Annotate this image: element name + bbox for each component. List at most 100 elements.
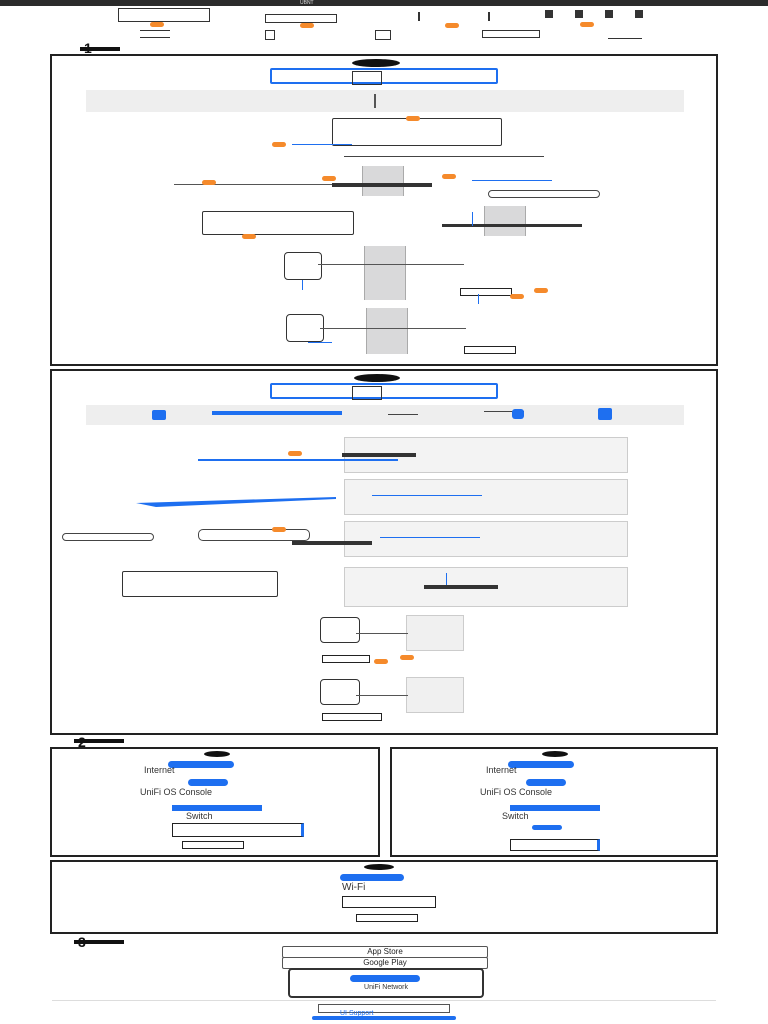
panel-topology-a: Internet UniFi OS Console Switch xyxy=(50,747,380,857)
screw-set-icon xyxy=(418,12,490,21)
direction-arrow xyxy=(292,144,352,145)
wall-section xyxy=(406,677,464,713)
callout-badge xyxy=(322,176,336,181)
drill-bit-icon xyxy=(212,411,342,415)
direction-arrow xyxy=(302,280,303,290)
wall-surface xyxy=(344,479,628,515)
callout-badge xyxy=(406,116,420,121)
device-side-view xyxy=(320,617,360,643)
access-point-box xyxy=(342,896,436,908)
anchor-outline xyxy=(62,533,154,541)
gateway-label: UniFi OS Console xyxy=(480,787,553,797)
callout-badge xyxy=(202,180,216,185)
footer-divider xyxy=(52,1000,716,1001)
pole xyxy=(364,246,406,300)
section-b-header xyxy=(270,383,498,400)
direction-arrow xyxy=(472,212,473,226)
zip-ties-icon xyxy=(608,28,642,39)
link-icon xyxy=(532,825,562,830)
switch-label: Switch xyxy=(502,811,529,821)
screwdriver-line xyxy=(484,411,524,416)
callout-badge xyxy=(510,294,524,299)
device-bottom xyxy=(322,713,382,721)
access-point-box xyxy=(172,823,304,837)
pole xyxy=(362,166,404,196)
section-c-badge xyxy=(364,864,394,870)
mount-arm xyxy=(320,328,466,329)
device-bottom xyxy=(182,841,244,849)
anchor-shape xyxy=(292,541,372,545)
device-bottom xyxy=(464,346,516,354)
gateway-label: UniFi OS Console xyxy=(140,787,213,797)
top-bar: UBNT xyxy=(0,0,768,6)
app-name: UniFi Network xyxy=(364,984,408,991)
wall-surface xyxy=(344,521,628,557)
device-outline xyxy=(202,211,354,235)
step-1-marker xyxy=(80,47,120,51)
internet-icon xyxy=(508,761,574,768)
direction-arrow xyxy=(380,537,480,538)
wifi-label: Wi-Fi xyxy=(342,882,366,893)
tool-icon xyxy=(598,408,612,420)
access-point-box xyxy=(510,839,600,851)
callout-badge xyxy=(242,234,256,239)
section-a-badge xyxy=(352,59,400,67)
mount-plate-icon xyxy=(265,14,337,23)
callout-badge xyxy=(374,659,388,664)
drill-bit xyxy=(198,459,398,461)
mount-arm xyxy=(356,695,408,696)
direction-arrow xyxy=(478,294,479,304)
bracket-icon xyxy=(140,30,170,38)
drill-tool xyxy=(136,497,336,507)
device-outline xyxy=(122,571,278,597)
app-tile: UniFi Network xyxy=(288,968,484,998)
app-icon xyxy=(350,975,420,982)
clip-icon xyxy=(265,30,275,40)
strap-line xyxy=(174,184,344,185)
device-side-view xyxy=(284,252,322,280)
direction-arrow xyxy=(308,342,332,343)
pole xyxy=(366,308,408,354)
panel-topology-b: Internet UniFi OS Console Switch xyxy=(390,747,718,857)
callout-badge xyxy=(442,174,456,179)
wifi-icon xyxy=(340,874,404,881)
footer-qr-label xyxy=(318,1004,450,1013)
ring-clamp xyxy=(488,190,600,198)
callout-badge xyxy=(272,527,286,532)
topology-a-badge xyxy=(204,751,230,757)
quantity-badge xyxy=(150,22,164,27)
callout-badge xyxy=(272,142,286,147)
tool-icon xyxy=(512,409,524,419)
tools-bar-b xyxy=(86,405,684,425)
support-link[interactable]: UI Support xyxy=(340,1010,374,1017)
quantity-badge xyxy=(300,23,314,28)
direction-arrow xyxy=(472,180,552,181)
mount-bracket xyxy=(424,585,498,589)
gateway-icon xyxy=(188,779,228,786)
step-2-marker xyxy=(74,739,124,743)
measurement-line xyxy=(344,156,544,157)
switch-icon xyxy=(172,805,262,811)
screw-outline xyxy=(198,529,310,541)
panel-section-b xyxy=(50,369,718,735)
support-url-bar[interactable] xyxy=(312,1016,456,1020)
internet-label: Internet xyxy=(144,765,175,775)
anchor-shape xyxy=(342,453,416,457)
tool-icon xyxy=(152,410,166,420)
internet-label: Internet xyxy=(486,765,517,775)
gateway-icon xyxy=(526,779,566,786)
mount-arm xyxy=(356,633,408,634)
device-outline xyxy=(332,118,502,146)
clamp-band xyxy=(442,224,582,227)
package-device-icon xyxy=(118,8,210,22)
anchor-tool-icon xyxy=(388,408,418,415)
section-a-header xyxy=(270,68,498,85)
direction-arrow xyxy=(446,573,447,585)
step-3-marker xyxy=(74,940,124,944)
callout-badge xyxy=(400,655,414,660)
switch-label: Switch xyxy=(186,811,213,821)
screws-icon xyxy=(545,10,650,20)
device-bottom xyxy=(322,655,370,663)
callout-badge xyxy=(288,451,302,456)
cable-tie-icon xyxy=(482,30,540,38)
